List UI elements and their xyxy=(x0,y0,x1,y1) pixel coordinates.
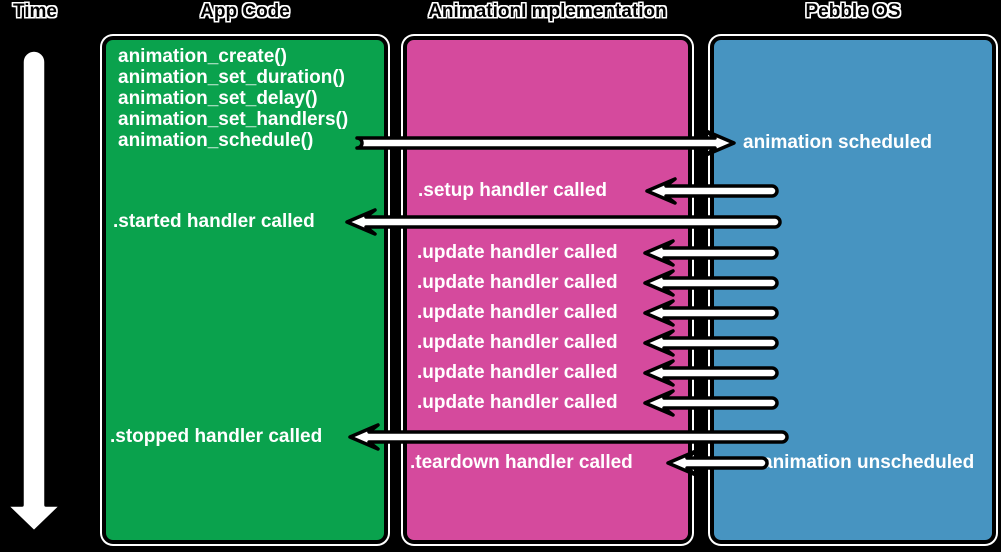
animation-scheduled-label: animation scheduled xyxy=(743,132,932,153)
update-handler-label-5: .update handler called xyxy=(417,362,618,383)
api-call-animation-set-delay: animation_set_delay() xyxy=(118,88,318,109)
app-api-call-list: animation_create() animation_set_duratio… xyxy=(118,46,348,151)
time-arrow-down-icon xyxy=(4,48,64,534)
api-call-animation-set-handlers: animation_set_handlers() xyxy=(118,109,349,130)
animation-unscheduled-label: animation unscheduled xyxy=(762,452,975,473)
pebble-os-column-header: Pebble OS xyxy=(805,1,901,22)
update-handler-label-2: .update handler called xyxy=(417,272,618,293)
app-code-column-header: App Code xyxy=(200,1,290,22)
update-handler-label-3: .update handler called xyxy=(417,302,618,323)
update-handler-label-1: .update handler called xyxy=(417,242,618,263)
teardown-handler-label: .teardown handler called xyxy=(410,452,633,473)
app-code-box xyxy=(102,36,388,544)
api-call-animation-set-duration: animation_set_duration() xyxy=(118,67,345,88)
stopped-handler-label: .stopped handler called xyxy=(110,426,323,447)
setup-handler-label: .setup handler called xyxy=(418,180,607,201)
api-call-animation-schedule: animation_schedule() xyxy=(118,130,314,151)
animation-implementation-column-header: AnimationI mplementation xyxy=(428,1,667,22)
update-handler-label-6: .update handler called xyxy=(417,392,618,413)
update-handler-label-4: .update handler called xyxy=(417,332,618,353)
started-handler-label: .started handler called xyxy=(113,211,315,232)
api-call-animation-create: animation_create() xyxy=(118,46,287,67)
time-axis-label: Time xyxy=(12,1,57,22)
